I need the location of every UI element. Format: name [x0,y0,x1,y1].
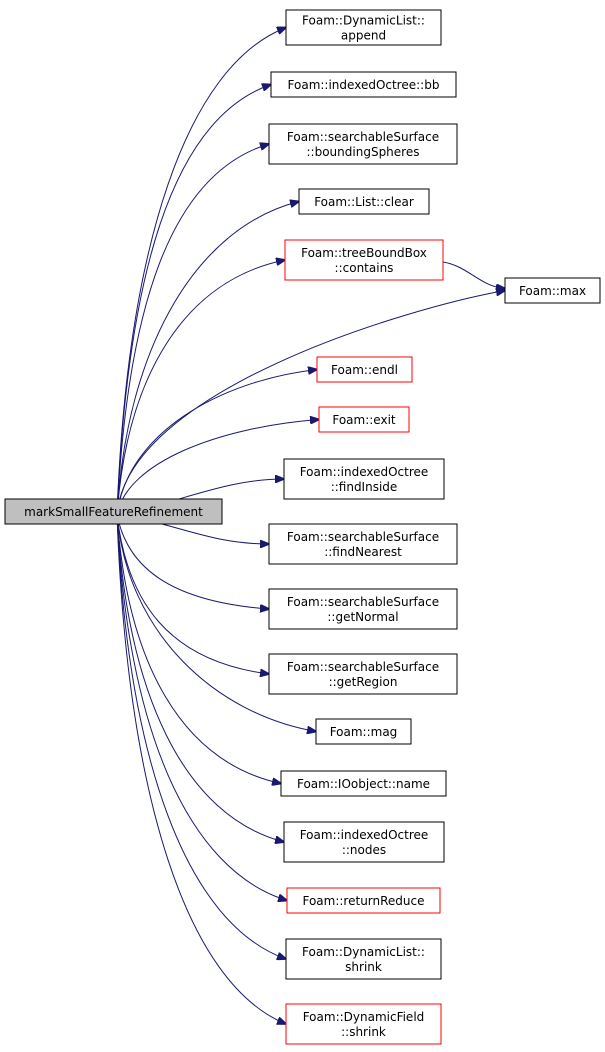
node-box [270,71,457,98]
edge-root-to-nodes [116,514,284,843]
node-bb[interactable]: Foam::indexedOctree::bb [270,71,457,98]
node-box [268,588,458,630]
edge-root-to-shrinkList [116,514,286,960]
node-box [4,498,223,525]
node-shrinkList[interactable]: Foam::DynamicList::shrink [285,938,442,980]
edge-root-to-getNormal [116,514,269,610]
node-box [285,9,442,46]
node-label: shrink [345,960,382,974]
node-box [285,1003,442,1045]
node-box [318,406,410,433]
edge-root-to-name [116,514,281,784]
node-label: Foam::DynamicList:: [302,945,425,959]
node-exit[interactable]: Foam::exit [318,406,410,433]
node-box [284,239,444,281]
node-box [268,653,458,695]
node-label: Foam::searchableSurface [287,660,439,674]
node-max[interactable]: Foam::max [504,277,601,304]
node-label: append [341,29,386,43]
edge-root-to-getRegion [116,514,269,675]
edge-root-to-contains [116,260,285,515]
node-findInside[interactable]: Foam::indexedOctree::findInside [283,458,445,500]
node-box [280,770,447,797]
node-box [286,887,441,914]
node-box [285,938,442,980]
edge-root-to-shrinkField [116,514,286,1025]
node-mag[interactable]: Foam::mag [315,718,412,745]
node-label: Foam::indexedOctree::bb [288,78,440,92]
node-box [298,188,430,215]
node-label: Foam::searchableSurface [287,530,439,544]
node-getNormal[interactable]: Foam::searchableSurface::getNormal [268,588,458,630]
node-clear[interactable]: Foam::List::clear [298,188,430,215]
node-label: Foam::searchableSurface [287,130,439,144]
node-label: ::boundingSpheres [307,145,420,159]
edge-root-to-clear [116,202,299,515]
edge-root-to-mag [116,514,316,732]
node-box [283,458,445,500]
node-label: Foam::searchableSurface [287,595,439,609]
node-label: Foam::endl [331,363,398,377]
node-nodes[interactable]: Foam::indexedOctree::nodes [283,821,445,863]
node-label: markSmallFeatureRefinement [24,505,203,519]
node-label: Foam::IOobject::name [297,777,430,791]
edge-contains-to-max [442,261,505,289]
node-label: ::getNormal [327,610,398,624]
edge-root-to-bb [116,85,271,515]
node-label: Foam::mag [330,725,398,739]
node-label: ::shrink [341,1025,386,1039]
node-box [315,718,412,745]
node-box [316,356,413,383]
node-label: Foam::returnReduce [302,894,424,908]
edge-root-to-exit [116,420,319,515]
node-endl[interactable]: Foam::endl [316,356,413,383]
node-getRegion[interactable]: Foam::searchableSurface::getRegion [268,653,458,695]
node-label: Foam::DynamicList:: [302,14,425,28]
node-box [268,123,458,165]
node-boundingSpheres[interactable]: Foam::searchableSurface::boundingSpheres [268,123,458,165]
edge-root-to-boundingSpheres [116,144,269,515]
node-label: ::contains [335,261,394,275]
edge-root-to-max [116,291,505,515]
node-box [268,523,458,565]
node-box [504,277,601,304]
node-label: ::nodes [342,843,386,857]
node-contains[interactable]: Foam::treeBoundBox::contains [284,239,444,281]
node-root[interactable]: markSmallFeatureRefinement [4,498,223,525]
node-shrinkField[interactable]: Foam::DynamicField::shrink [285,1003,442,1045]
node-label: Foam::treeBoundBox [301,246,427,260]
node-append[interactable]: Foam::DynamicList::append [285,9,442,46]
node-label: ::findNearest [324,545,402,559]
node-label: ::findInside [331,480,398,494]
node-label: Foam::List::clear [314,195,414,209]
node-label: Foam::DynamicField [303,1010,425,1024]
node-name[interactable]: Foam::IOobject::name [280,770,447,797]
node-findNearest[interactable]: Foam::searchableSurface::findNearest [268,523,458,565]
nodes: markSmallFeatureRefinementFoam::DynamicL… [4,9,601,1045]
edges [116,28,505,1025]
node-returnReduce[interactable]: Foam::returnReduce [286,887,441,914]
node-label: Foam::exit [332,413,396,427]
node-label: Foam::indexedOctree [300,465,429,479]
edge-root-to-append [116,28,286,515]
node-label: Foam::max [519,284,586,298]
node-label: ::getRegion [329,675,398,689]
edge-root-to-endl [116,370,317,515]
node-box [283,821,445,863]
edge-root-to-returnReduce [116,514,287,901]
node-label: Foam::indexedOctree [300,828,429,842]
